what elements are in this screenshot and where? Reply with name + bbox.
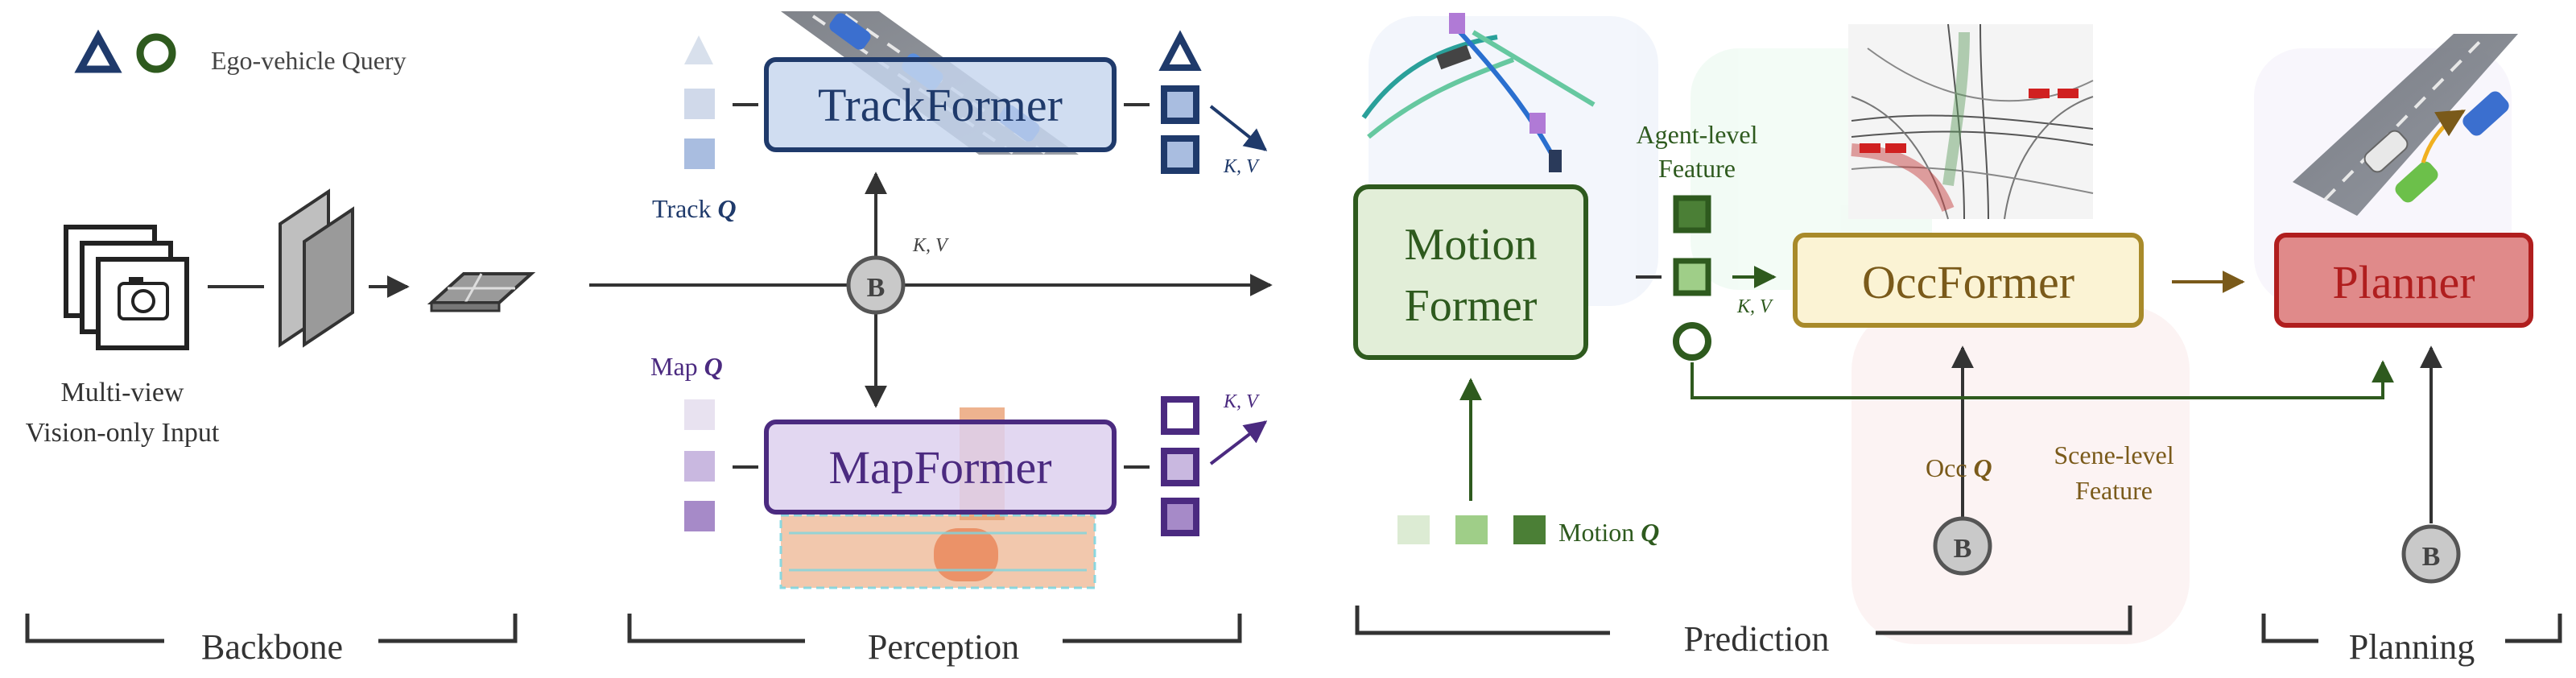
multi-view-camera-stack (64, 225, 189, 350)
triangle-icon (1158, 30, 1202, 71)
occupancy-map-image (1848, 23, 2094, 220)
backbone-section-label: Backbone (201, 627, 343, 667)
perception-bracket (627, 614, 1242, 643)
bev-hub-node (846, 255, 906, 315)
hub-kv-label: K, V (912, 235, 949, 256)
occ-former-label: OccFormer (1862, 256, 2074, 308)
planner-box (2274, 233, 2533, 328)
motion-trajectory-image (1361, 13, 1596, 172)
agent-feature-label-line2: Feature (1658, 154, 1736, 183)
track-query-stack (684, 35, 715, 169)
bev-feature-icon (427, 272, 536, 312)
perception-section-label: Perception (868, 627, 1019, 667)
ego-query-to-planner-line (1690, 360, 2394, 399)
map-former-label: MapFormer (828, 441, 1051, 494)
track-former-label: TrackFormer (818, 79, 1063, 131)
planner-bev-node (2401, 524, 2461, 584)
bev-hub-label: B (867, 273, 886, 303)
backbone-bracket (25, 614, 518, 643)
backbone-network-icon (279, 188, 354, 348)
scene-feature-label-line1: Scene-level (2054, 440, 2174, 469)
agent-kv-label: K, V (1736, 296, 1773, 317)
triangle-icon (684, 35, 713, 64)
planner-bev-node-label: B (2422, 542, 2441, 572)
occ-bev-node-label: B (1954, 534, 1972, 564)
agent-feature-label-line1: Agent-level (1636, 120, 1757, 149)
motion-former-box (1353, 184, 1588, 360)
map-query-label: Map Q (650, 352, 723, 381)
occ-former-box (1793, 233, 2144, 328)
camera-icon (118, 277, 169, 320)
planning-bracket (2261, 614, 2562, 643)
scene-feature-label-line2: Feature (2075, 476, 2153, 505)
track-kv-label: K, V (1223, 156, 1260, 177)
legend: Ego-vehicle Query (74, 29, 407, 75)
planning-section-label: Planning (2349, 627, 2475, 667)
map-kv-arrow (1209, 420, 1268, 465)
motion-query-stack (1397, 515, 1546, 544)
planning-scene-image (2293, 34, 2518, 216)
map-output-stack (1161, 396, 1199, 536)
map-query-stack (684, 399, 715, 531)
occ-bev-node (1933, 516, 1992, 576)
occ-query-label: Occ Q (1926, 453, 1992, 482)
track-former-box (764, 57, 1117, 152)
motion-query-label: Motion Q (1558, 518, 1659, 547)
input-label-line1: Multi-view (61, 378, 184, 407)
map-former-box (764, 420, 1117, 515)
input-label-line2: Vision-only Input (26, 418, 220, 448)
triangle-icon (74, 29, 122, 73)
track-output-stack (1158, 30, 1202, 174)
circle-icon (136, 33, 176, 73)
agent-feature-stack (1673, 195, 1711, 361)
prediction-section-label: Prediction (1684, 619, 1830, 659)
motion-former-label-line1: Motion (1405, 220, 1538, 270)
legend-label: Ego-vehicle Query (211, 46, 407, 75)
map-kv-label: K, V (1223, 391, 1260, 412)
track-query-label: Track Q (652, 194, 737, 223)
track-kv-arrow (1209, 105, 1268, 151)
planner-label: Planner (2332, 256, 2475, 308)
circle-icon (1673, 322, 1711, 361)
map-scene-image (779, 407, 1096, 589)
prediction-bracket (1355, 606, 2132, 635)
motion-former-label-line2: Former (1405, 281, 1538, 331)
